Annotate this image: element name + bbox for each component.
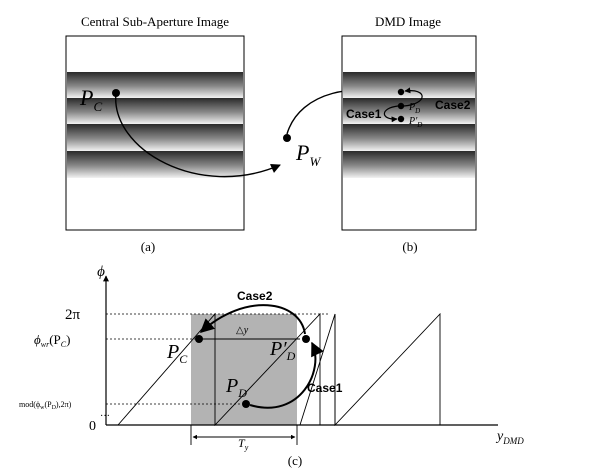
- mapping-arrow-pc-to-pw: [115, 92, 281, 178]
- stripe-band: [343, 72, 475, 98]
- panel-a: Central Sub-Aperture Image PC (a): [65, 14, 245, 254]
- pc-label-c: PC: [166, 341, 188, 366]
- tick-phiwr: ϕwr(PC): [34, 332, 70, 349]
- case2-arc-c: [199, 304, 306, 335]
- panel-c: ϕ yDMD △y PC P′D PD Case2 Case1 2π ϕwr(P…: [19, 264, 524, 468]
- caption-a: (a): [141, 239, 155, 254]
- pd-prime-label-c: P′D: [269, 338, 296, 363]
- pd-label-b: PD: [408, 102, 420, 115]
- panel-b: DMD Image PD P′D Case1 Case2 (b): [341, 14, 477, 254]
- panel-a-title: Central Sub-Aperture Image: [81, 14, 229, 29]
- case1-label-c: Case1: [307, 381, 343, 395]
- stripe-band: [343, 98, 475, 124]
- pd-prime-label-b: P′D: [408, 116, 422, 129]
- point-pc-c: [195, 335, 203, 343]
- point-pd-prime-c: [302, 335, 310, 343]
- pw-label: PW: [295, 140, 321, 169]
- tick-dots: ···: [100, 411, 110, 422]
- panel-b-title: DMD Image: [375, 14, 441, 29]
- tick-zero: 0: [89, 419, 96, 434]
- case1-arc-c: [249, 341, 324, 409]
- stripe-band: [67, 98, 243, 124]
- pc-label: PC: [79, 85, 102, 114]
- sawtooth-series-2: [299, 312, 441, 427]
- tick-2pi: 2π: [65, 307, 81, 323]
- delta-y-label: △y: [236, 325, 249, 336]
- case1-arc: [383, 105, 399, 123]
- x-axis-label: yDMD: [495, 429, 524, 446]
- case1-label-b: Case1: [346, 107, 382, 121]
- pd-label-c: PD: [225, 375, 247, 400]
- caption-b: (b): [402, 239, 417, 254]
- point-pd: [397, 102, 405, 110]
- point-pd-prime: [397, 115, 405, 123]
- caption-c: (c): [288, 453, 302, 468]
- point-pw: [283, 134, 291, 142]
- case2-label-c: Case2: [237, 289, 273, 303]
- y-axis-label: ϕ: [97, 264, 105, 280]
- case2-label-b: Case2: [435, 98, 471, 112]
- stripe-band: [67, 124, 243, 151]
- stripe-band: [67, 72, 243, 98]
- stripe-band: [343, 151, 475, 178]
- case2-arc: [403, 87, 423, 107]
- stripe-band: [67, 151, 243, 178]
- point-pd-c: [242, 400, 250, 408]
- tick-mod: mod(ϕw(PD),2π): [19, 400, 72, 411]
- stripe-band: [343, 124, 475, 151]
- ty-label: Ty: [238, 436, 249, 452]
- point-top: [397, 88, 405, 96]
